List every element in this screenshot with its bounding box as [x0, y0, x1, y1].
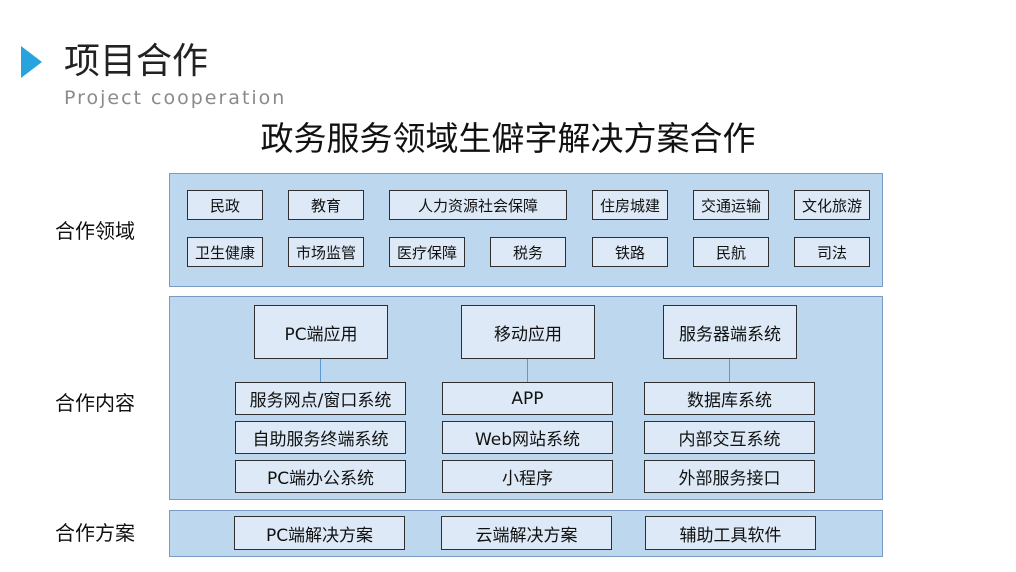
row-label-solution: 合作方案 [55, 521, 135, 545]
diagram-title: 政务服务领域生僻字解决方案合作 [260, 119, 756, 158]
content-head-box: PC端应用 [254, 305, 388, 359]
solution-box: 云端解决方案 [441, 516, 612, 550]
field-box: 医疗保障 [389, 237, 465, 267]
page-title: 项目合作 [64, 41, 209, 82]
solution-panel: PC端解决方案 云端解决方案 辅助工具软件 [169, 510, 883, 557]
page-subtitle: Project cooperation [64, 87, 287, 109]
solution-box: PC端解决方案 [234, 516, 405, 550]
connector-line [527, 359, 528, 382]
field-box: 人力资源社会保障 [389, 190, 567, 220]
connector-line [320, 359, 321, 382]
field-box: 卫生健康 [187, 237, 263, 267]
content-item-box: PC端办公系统 [235, 460, 406, 493]
content-item-box: 服务网点/窗口系统 [235, 382, 406, 415]
content-item-box: Web网站系统 [442, 421, 613, 454]
content-item-box: 自助服务终端系统 [235, 421, 406, 454]
solution-box: 辅助工具软件 [645, 516, 816, 550]
field-box: 民政 [187, 190, 263, 220]
field-box: 教育 [288, 190, 364, 220]
content-item-box: 外部服务接口 [644, 460, 815, 493]
section-marker-icon [21, 46, 42, 78]
content-item-box: 数据库系统 [644, 382, 815, 415]
content-item-box: 小程序 [442, 460, 613, 493]
field-box: 住房城建 [592, 190, 668, 220]
field-box: 税务 [490, 237, 566, 267]
row-label-content: 合作内容 [55, 391, 135, 415]
field-box: 文化旅游 [794, 190, 870, 220]
field-box: 交通运输 [693, 190, 769, 220]
content-item-box: APP [442, 382, 613, 415]
field-box: 司法 [794, 237, 870, 267]
fields-panel: 民政 教育 人力资源社会保障 住房城建 交通运输 文化旅游 卫生健康 市场监管 … [169, 173, 883, 287]
content-item-box: 内部交互系统 [644, 421, 815, 454]
content-panel: PC端应用 服务网点/窗口系统 自助服务终端系统 PC端办公系统 移动应用 AP… [169, 296, 883, 500]
connector-line [729, 359, 730, 382]
field-box: 民航 [693, 237, 769, 267]
field-box: 铁路 [592, 237, 668, 267]
row-label-fields: 合作领域 [55, 219, 135, 243]
content-head-box: 移动应用 [461, 305, 595, 359]
content-head-box: 服务器端系统 [663, 305, 797, 359]
field-box: 市场监管 [288, 237, 364, 267]
